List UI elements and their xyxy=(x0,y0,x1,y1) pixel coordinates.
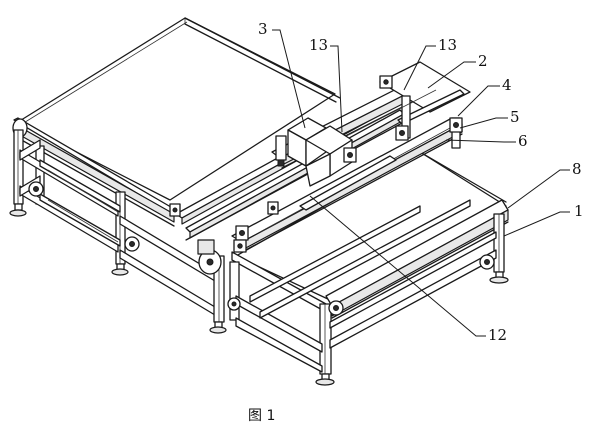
right-frame xyxy=(227,199,509,386)
figure-caption: 图 1 xyxy=(248,408,275,424)
label-1: 1 xyxy=(574,202,584,220)
callout-labels: 3 13 13 2 4 5 6 8 1 12 xyxy=(258,20,584,344)
label-6: 6 xyxy=(518,132,528,150)
left-table xyxy=(12,17,341,227)
label-4: 4 xyxy=(502,76,512,94)
leader-lines xyxy=(272,29,570,337)
left-frame xyxy=(9,129,140,276)
gantry-beam xyxy=(231,117,463,253)
center-frame xyxy=(119,215,227,334)
right-table xyxy=(231,151,509,319)
label-5: 5 xyxy=(510,108,520,126)
label-3: 3 xyxy=(258,20,268,38)
label-2: 2 xyxy=(478,52,488,70)
label-12: 12 xyxy=(488,326,507,344)
slider-blocks xyxy=(169,75,463,253)
label-13-right: 13 xyxy=(438,36,457,54)
label-8: 8 xyxy=(572,160,582,178)
label-13-left: 13 xyxy=(309,36,328,54)
